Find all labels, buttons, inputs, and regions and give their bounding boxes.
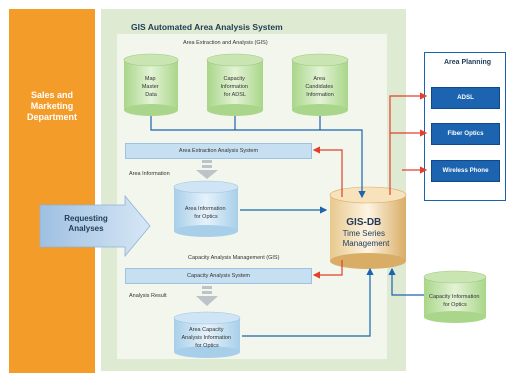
analysis-result-label: Analysis Result: [129, 293, 167, 299]
area-planning-title: Area Planning: [444, 59, 492, 66]
cylinder-area-candidates: [291, 53, 349, 116]
area-info-optics-text: Area Information for Optics: [185, 206, 227, 220]
requesting-analyses-label: Requesting Analyses: [64, 214, 108, 233]
cylinder-map-master-data: [123, 53, 179, 116]
area-information-label: Area Information: [129, 171, 170, 177]
requesting-analyses-arrow: [39, 194, 151, 258]
map-master-text: Map Master Data: [142, 76, 160, 98]
gray-arrow-capacity: [196, 286, 218, 306]
area-capacity-text: Area Capacity Analysis Information for O…: [181, 327, 232, 349]
planning-fiber-optics: Fiber Optics: [431, 123, 500, 145]
cylinder-area-info-optics: [173, 180, 239, 237]
capacity-optics-ext-text: Capacity Information for Optics: [429, 294, 481, 308]
cylinder-capacity-info-optics-external: [423, 270, 487, 323]
blue-connectors: [150, 116, 424, 337]
area-extraction-gis-label: Area Extraction and Analysis (GIS): [183, 40, 268, 46]
capacity-mgmt-gis-label: Capacity Analysis Management (GIS): [188, 255, 280, 261]
cylinder-capacity-adsl: [206, 53, 264, 116]
red-connectors: [312, 92, 428, 279]
area-extraction-system-box: Area Extraction Analysis System: [125, 143, 312, 159]
capacity-analysis-system-box: Capacity Analysis System: [125, 268, 312, 284]
planning-wireless-phone: Wireless Phone: [431, 160, 500, 182]
sales-marketing-panel: [9, 9, 95, 373]
cylinder-gis-db: [329, 186, 407, 269]
gis-db-text: GIS-DB Time Series Management: [343, 212, 391, 248]
planning-adsl: ADSL: [431, 87, 500, 109]
cylinder-area-capacity-analysis: [173, 311, 241, 358]
capacity-adsl-text: Capacity Information for ADSL: [220, 76, 249, 98]
system-title: GIS Automated Area Analysis System: [131, 22, 283, 32]
sales-marketing-label: Sales and Marketing Department: [26, 90, 77, 122]
gray-arrow-extraction: [196, 160, 218, 179]
area-candidates-text: Area Candidates Information: [305, 76, 334, 98]
